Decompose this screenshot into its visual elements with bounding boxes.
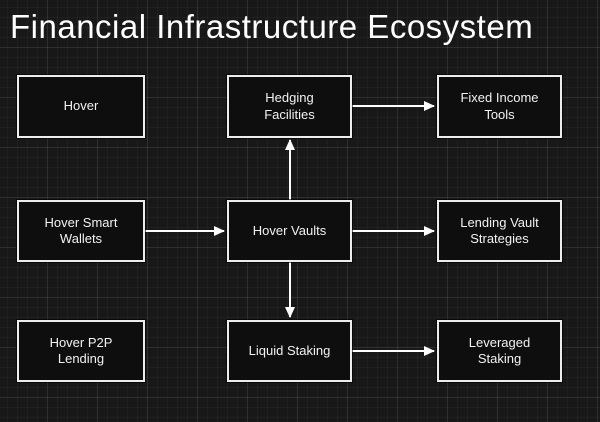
node-label: Hover Smart Wallets [44,214,118,246]
node-label: Hedging Facilities [264,90,315,122]
node-label: Hover Vaults [252,222,327,238]
diagram-title: Financial Infrastructure Ecosystem [10,8,534,45]
node-hedging-facilities[interactable]: Hedging Facilities [227,75,352,138]
node-leveraged-staking[interactable]: Leveraged Staking [437,320,562,382]
node-hover-vaults[interactable]: Hover Vaults [227,200,352,262]
node-lending-vault-strategies[interactable]: Lending Vault Strategies [437,200,562,262]
node-label: Liquid Staking [248,342,331,358]
node-hover-p2p-lending[interactable]: Hover P2P Lending [17,320,145,382]
node-label: Lending Vault Strategies [460,214,539,246]
node-hover-smart-wallets[interactable]: Hover Smart Wallets [17,200,145,262]
node-label: Hover [63,98,99,114]
node-label: Hover P2P Lending [49,334,113,366]
node-label: Fixed Income Tools [460,90,539,122]
node-hover[interactable]: Hover [17,75,145,138]
node-label: Leveraged Staking [468,334,531,366]
node-liquid-staking[interactable]: Liquid Staking [227,320,352,382]
node-fixed-income-tools[interactable]: Fixed Income Tools [437,75,562,138]
